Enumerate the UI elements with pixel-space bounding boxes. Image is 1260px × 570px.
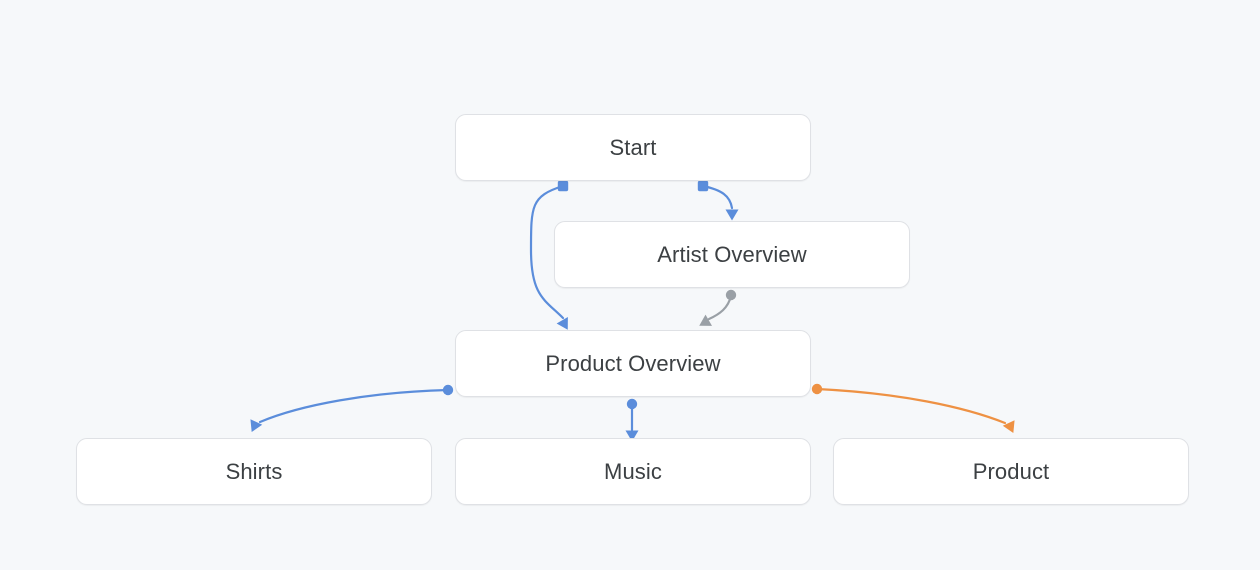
edge-arrowhead [699, 314, 713, 326]
node-label: Product [972, 458, 1050, 484]
edge-product-overview-to-music[interactable] [625, 398, 639, 442]
node-label: Shirts [225, 458, 283, 484]
edge-source-port[interactable] [442, 384, 454, 396]
edge-path [701, 184, 734, 210]
node-start[interactable]: Start [455, 114, 811, 181]
edge-arrowhead [250, 419, 263, 432]
edge-path [815, 387, 1007, 425]
node-product-overview[interactable]: Product Overview [455, 330, 811, 397]
edge-arrowhead [725, 209, 739, 221]
edge-path [707, 294, 733, 321]
edge-arrowhead [1002, 420, 1015, 433]
node-music[interactable]: Music [455, 438, 811, 505]
node-label: Music [604, 458, 662, 484]
edge-artist-overview-to-product-overview[interactable] [696, 289, 737, 332]
edge-start-to-artist-overview[interactable] [697, 180, 739, 221]
edge-source-port[interactable] [697, 180, 709, 192]
edge-source-port[interactable] [811, 383, 823, 395]
edge-source-port[interactable] [725, 289, 737, 301]
edge-source-port[interactable] [626, 398, 638, 410]
edge-product-overview-to-product[interactable] [811, 383, 1019, 436]
node-shirts[interactable]: Shirts [76, 438, 432, 505]
node-product[interactable]: Product [833, 438, 1189, 505]
node-label: Product Overview [545, 350, 721, 376]
edge-source-port[interactable] [557, 180, 569, 192]
node-label: Artist Overview [657, 241, 807, 267]
edge-path [258, 388, 450, 424]
edge-product-overview-to-shirts[interactable] [246, 384, 454, 435]
node-label: Start [609, 134, 657, 160]
node-artist-overview[interactable]: Artist Overview [554, 221, 910, 288]
